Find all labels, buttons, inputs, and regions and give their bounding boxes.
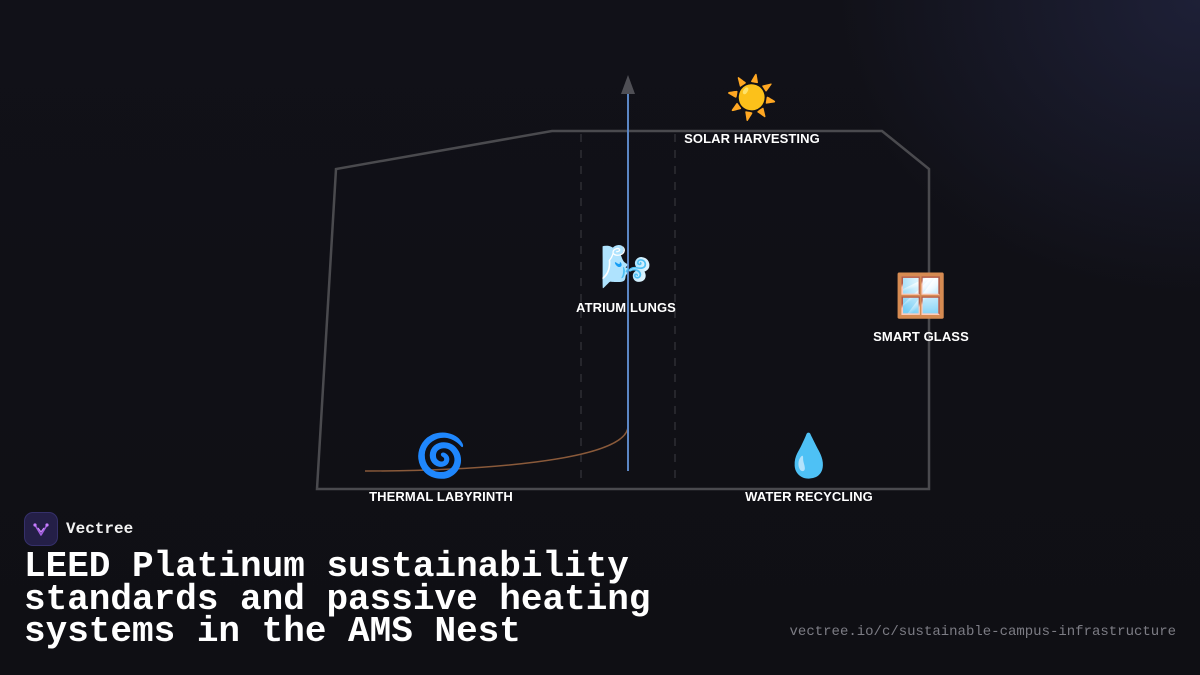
water-recycling-node: 💧 WATER RECYCLING bbox=[745, 431, 873, 504]
airflow-arrow-head bbox=[621, 75, 635, 94]
brand[interactable]: Vectree bbox=[24, 512, 133, 546]
atrium-lungs-label: ATRIUM LUNGS bbox=[576, 300, 676, 315]
atrium-lungs-node: 🌬️ ATRIUM LUNGS bbox=[576, 242, 676, 315]
sun-icon: ☀️ bbox=[725, 73, 779, 122]
solar-harvesting-label: SOLAR HARVESTING bbox=[684, 131, 820, 146]
thermal-airflow-curve bbox=[364, 425, 629, 472]
vectree-logo-mark bbox=[33, 523, 49, 536]
cyclone-icon: 🌀 bbox=[414, 431, 468, 480]
window-icon: 🪟 bbox=[894, 271, 948, 320]
building-outline bbox=[315, 129, 931, 491]
droplet-icon: 💧 bbox=[782, 431, 836, 480]
source-url[interactable]: vectree.io/c/sustainable-campus-infrastr… bbox=[789, 624, 1176, 640]
smart-glass-node: 🪟 SMART GLASS bbox=[873, 271, 969, 344]
brand-name: Vectree bbox=[66, 520, 134, 538]
smart-glass-label: SMART GLASS bbox=[873, 329, 969, 344]
water-recycling-label: WATER RECYCLING bbox=[745, 489, 873, 504]
wind-face-icon: 🌬️ bbox=[599, 242, 653, 291]
page-title: LEED Platinum sustainability standards a… bbox=[24, 546, 651, 652]
vectree-logo-icon bbox=[24, 512, 58, 546]
solar-harvesting-node: ☀️ SOLAR HARVESTING bbox=[684, 73, 820, 146]
thermal-labyrinth-label: THERMAL LABYRINTH bbox=[369, 489, 513, 504]
thermal-labyrinth-node: 🌀 THERMAL LABYRINTH bbox=[369, 431, 513, 504]
